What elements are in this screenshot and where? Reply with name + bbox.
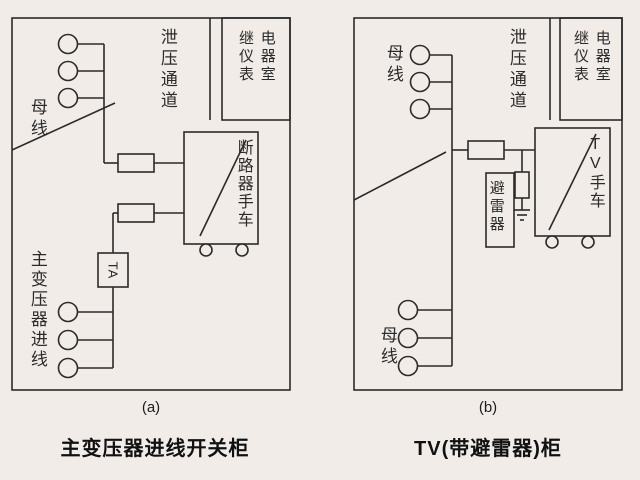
busbar-compartment-divider-b <box>353 151 447 201</box>
contact-rect-a-lower <box>117 203 155 223</box>
handcart-wheel <box>199 243 213 257</box>
busbar-phase-circle <box>57 87 79 109</box>
handcart-wheel <box>235 243 249 257</box>
relay-room-box-b <box>559 17 623 121</box>
busbar-compartment-divider-a <box>11 102 116 151</box>
incoming-phase-circle <box>57 301 79 323</box>
breaker-handcart-box <box>183 131 259 245</box>
relay-room-label-a: 继仪表 电器室 <box>222 18 290 120</box>
busbar-phase-circle <box>409 98 431 120</box>
cabinet-a-outline <box>11 17 291 391</box>
busbar-phase-circle <box>57 60 79 82</box>
busbar-phase-circle <box>409 71 431 93</box>
handcart-wheel <box>545 235 559 249</box>
relay-room-col-left: 继仪表 <box>237 30 254 84</box>
contact-rect-a-upper <box>117 153 155 173</box>
caption-a: (a) <box>141 399 161 416</box>
title-b: TV(带避雷器)柜 <box>414 438 562 460</box>
caption-b: (b) <box>478 399 498 416</box>
cabinet-b <box>353 17 623 391</box>
handcart-diagonal-a <box>199 139 247 237</box>
incoming-phase-circle <box>57 357 79 379</box>
arrester-label: 避雷器 <box>487 180 505 234</box>
relay-room-label-b: 继仪表 电器室 <box>560 18 622 120</box>
busbar-label-a: 母线 <box>27 98 47 140</box>
contact-rect-b <box>467 140 505 160</box>
busbar-phase-circle <box>397 355 419 377</box>
handcart-wheel <box>581 235 595 249</box>
cabinet-a <box>11 17 291 391</box>
busbar-bottom-label-b: 母线 <box>377 326 397 368</box>
ct-label: TA <box>105 261 121 279</box>
busbar-phase-circle <box>397 327 419 349</box>
arrester-label-box <box>485 172 515 248</box>
relief-channel-label-a: 泄压通道 <box>157 28 177 112</box>
arrester-symbol <box>514 171 530 199</box>
incoming-phase-circle <box>57 329 79 351</box>
ct-label-box: TA <box>98 253 128 287</box>
relay-room-col-right: 电器室 <box>593 30 611 84</box>
busbar-phase-circle <box>57 33 79 55</box>
busbar-phase-circle <box>397 299 419 321</box>
tv-handcart-box <box>534 127 611 237</box>
tv-handcart-label: TV手车 <box>586 136 604 210</box>
busbar-phase-circle <box>409 44 431 66</box>
handcart-diagonal-b <box>548 133 597 231</box>
relay-room-box-a <box>221 17 291 121</box>
busbar-top-label-b: 母线 <box>383 44 403 86</box>
breaker-handcart-label: 断路器手车 <box>234 139 252 229</box>
relief-channel-label-b: 泄压通道 <box>506 28 526 112</box>
cabinet-b-outline <box>353 17 623 391</box>
relay-room-col-right: 电器室 <box>258 30 276 84</box>
current-transformer-box <box>97 252 129 288</box>
title-a: 主变压器进线开关柜 <box>60 438 250 460</box>
relay-room-col-left: 继仪表 <box>572 30 589 84</box>
incoming-label: 主变压器进线 <box>27 250 47 370</box>
